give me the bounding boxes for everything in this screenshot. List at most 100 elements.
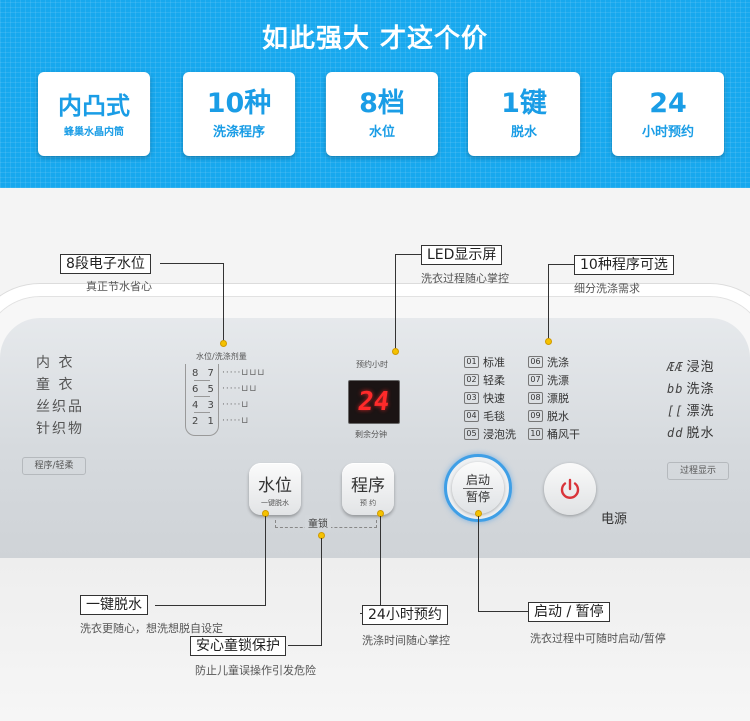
callout-dot — [545, 338, 552, 345]
feature-big-text: 1键 — [501, 87, 547, 119]
segment-glyph-icon: dd — [667, 426, 684, 440]
callout-water-level-desc: 真正节水省心 — [86, 280, 152, 293]
wave-divider — [463, 487, 493, 489]
callout-line — [395, 254, 396, 350]
water-level-button-sublabel: 一键脱水 — [261, 498, 289, 507]
callout-line — [395, 254, 421, 255]
power-icon — [560, 478, 580, 499]
callout-one-key-spin: 一键脱水 — [80, 595, 148, 615]
callout-water-level: 8段电子水位 — [60, 254, 151, 274]
callout-one-key-spin-desc: 洗衣更随心，想洗想脱自设定 — [80, 622, 223, 635]
program-name: 毛毯 — [483, 410, 505, 423]
led-display-digits: 24 — [356, 387, 392, 417]
segment-glyph-icon: ÆÆ — [667, 360, 684, 374]
water-level-tick — [194, 412, 210, 413]
display-top-label: 预约小时 — [356, 360, 388, 369]
feature-card-spin: 1键 脱水 — [468, 72, 580, 156]
feature-card-inner-drum: 内凸式 蜂巢水晶内筒 — [38, 72, 150, 156]
program-number: 10 — [528, 428, 543, 440]
callout-line — [155, 605, 266, 606]
program-name: 桶风干 — [547, 428, 580, 441]
power-label: 电源 — [601, 512, 628, 527]
process-step: [[漂洗 — [667, 400, 714, 419]
callout-child-lock: 安心童锁保护 — [190, 636, 286, 656]
fabric-label: 针织物 — [36, 421, 84, 437]
callout-delay-desc: 洗涤时间随心掌控 — [362, 634, 450, 647]
program-number: 04 — [464, 410, 479, 422]
water-level-number: 4 3 — [192, 400, 217, 411]
callout-dot — [392, 348, 399, 355]
process-display-button[interactable]: 过程显示 — [667, 462, 729, 480]
promo-banner: 如此强大 才这个价 内凸式 蜂巢水晶内筒 10种 洗涤程序 8档 水位 1键 脱… — [0, 0, 750, 188]
program-name: 漂脱 — [547, 392, 569, 405]
feature-small-text: 脱水 — [510, 124, 537, 140]
feature-small-text: 水位 — [368, 124, 395, 140]
fabric-label: 内 衣 — [36, 355, 75, 371]
callout-line — [380, 516, 381, 614]
detergent-cup-icon: ·····⊔⊔ — [222, 384, 258, 394]
program-name: 洗涤 — [547, 356, 569, 369]
process-step-name: 脱水 — [686, 426, 715, 441]
callout-line — [160, 263, 224, 264]
callout-line — [321, 538, 322, 646]
program-name: 快速 — [483, 392, 505, 405]
program-button[interactable]: 程序 预 约 — [342, 463, 394, 515]
program-item: 07 洗漂 — [528, 372, 569, 388]
callout-line — [288, 645, 322, 646]
program-item: 02 轻柔 — [464, 372, 505, 388]
program-item: 01 标准 — [464, 354, 505, 370]
detergent-cup-icon: ·····⊔⊔⊔ — [222, 368, 266, 378]
program-gentle-button[interactable]: 程序/轻柔 — [22, 457, 86, 475]
feature-big-text: 内凸式 — [58, 91, 130, 120]
callout-led: LED显示屏 — [421, 245, 503, 265]
program-name: 轻柔 — [483, 374, 505, 387]
detergent-cup-icon: ·····⊔ — [222, 400, 250, 410]
process-step-name: 浸泡 — [686, 360, 715, 375]
program-name: 洗漂 — [547, 374, 569, 387]
feature-small-text: 洗涤程序 — [212, 124, 265, 140]
callout-line — [548, 264, 574, 265]
child-lock-label: 童锁 — [305, 515, 331, 530]
program-number: 09 — [528, 410, 543, 422]
power-button[interactable] — [544, 463, 596, 515]
pause-label: 暂停 — [465, 489, 490, 504]
callout-start-pause: 启动 / 暂停 — [528, 602, 610, 622]
display-bottom-label: 剩余分钟 — [355, 430, 387, 439]
program-item: 10 桶风干 — [528, 426, 580, 442]
callout-line — [478, 516, 479, 612]
callout-delay: 24小时预约 — [362, 605, 448, 625]
program-number: 07 — [528, 374, 543, 386]
program-button-sublabel: 预 约 — [359, 498, 377, 507]
feature-small-text: 蜂巢水晶内筒 — [64, 126, 124, 138]
feature-card-delay: 24 小时预约 — [612, 72, 724, 156]
feature-big-text: 10种 — [206, 87, 272, 119]
callout-child-lock-desc: 防止儿童误操作引发危险 — [195, 664, 316, 677]
process-step-name: 漂洗 — [686, 404, 715, 419]
program-item: 04 毛毯 — [464, 408, 505, 424]
callout-dot — [220, 340, 227, 347]
washer-lower-body — [0, 558, 750, 721]
callout-line — [478, 611, 528, 612]
program-name: 浸泡洗 — [483, 428, 516, 441]
feature-card-programs: 10种 洗涤程序 — [183, 72, 295, 156]
water-level-button[interactable]: 水位 一键脱水 — [249, 463, 301, 515]
start-label: 启动 — [465, 472, 490, 487]
segment-glyph-icon: bb — [667, 382, 684, 396]
feature-card-water-level: 8档 水位 — [326, 72, 438, 156]
callout-programs: 10种程序可选 — [574, 255, 674, 275]
program-number: 03 — [464, 392, 479, 404]
banner-title: 如此强大 才这个价 — [261, 24, 489, 54]
callout-line — [265, 516, 266, 606]
callout-line — [223, 263, 224, 343]
program-name: 标准 — [483, 356, 505, 369]
water-level-tick — [194, 396, 210, 397]
water-level-button-label: 水位 — [258, 475, 292, 496]
program-number: 01 — [464, 356, 479, 368]
program-number: 08 — [528, 392, 543, 404]
start-pause-button[interactable]: 启动 暂停 — [452, 462, 504, 514]
program-number: 02 — [464, 374, 479, 386]
